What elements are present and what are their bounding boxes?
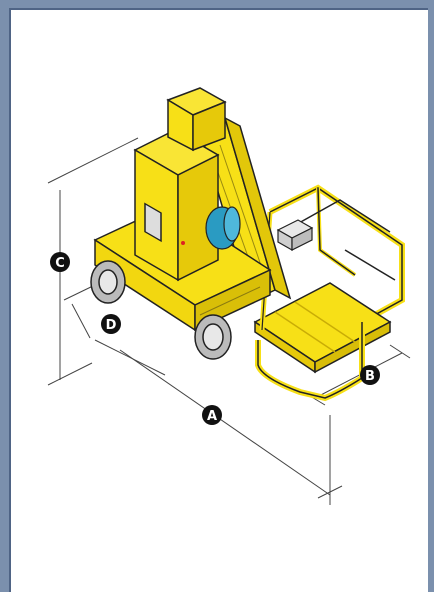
platform-floor bbox=[253, 282, 392, 374]
callout-d: D bbox=[101, 314, 121, 334]
frame-border-right bbox=[428, 0, 434, 592]
callout-d-label: D bbox=[106, 318, 117, 333]
frame-border-inner-left bbox=[9, 8, 11, 592]
callout-a: A bbox=[202, 405, 222, 425]
callout-b-label: B bbox=[365, 369, 375, 384]
tower-body bbox=[133, 87, 227, 282]
front-wheel bbox=[194, 314, 232, 360]
dimension-lines bbox=[47, 137, 411, 505]
callout-c-label: C bbox=[55, 256, 65, 271]
frame-border-left bbox=[0, 0, 9, 592]
callout-a-label: A bbox=[207, 409, 217, 424]
frame-border-inner-top bbox=[9, 8, 428, 10]
callout-b: B bbox=[360, 365, 380, 385]
motor bbox=[205, 206, 241, 250]
callout-c: C bbox=[50, 252, 70, 272]
platform-basket bbox=[268, 184, 405, 325]
rear-wheel bbox=[90, 260, 126, 304]
frame-border-top bbox=[0, 0, 434, 8]
control-box bbox=[276, 219, 314, 252]
